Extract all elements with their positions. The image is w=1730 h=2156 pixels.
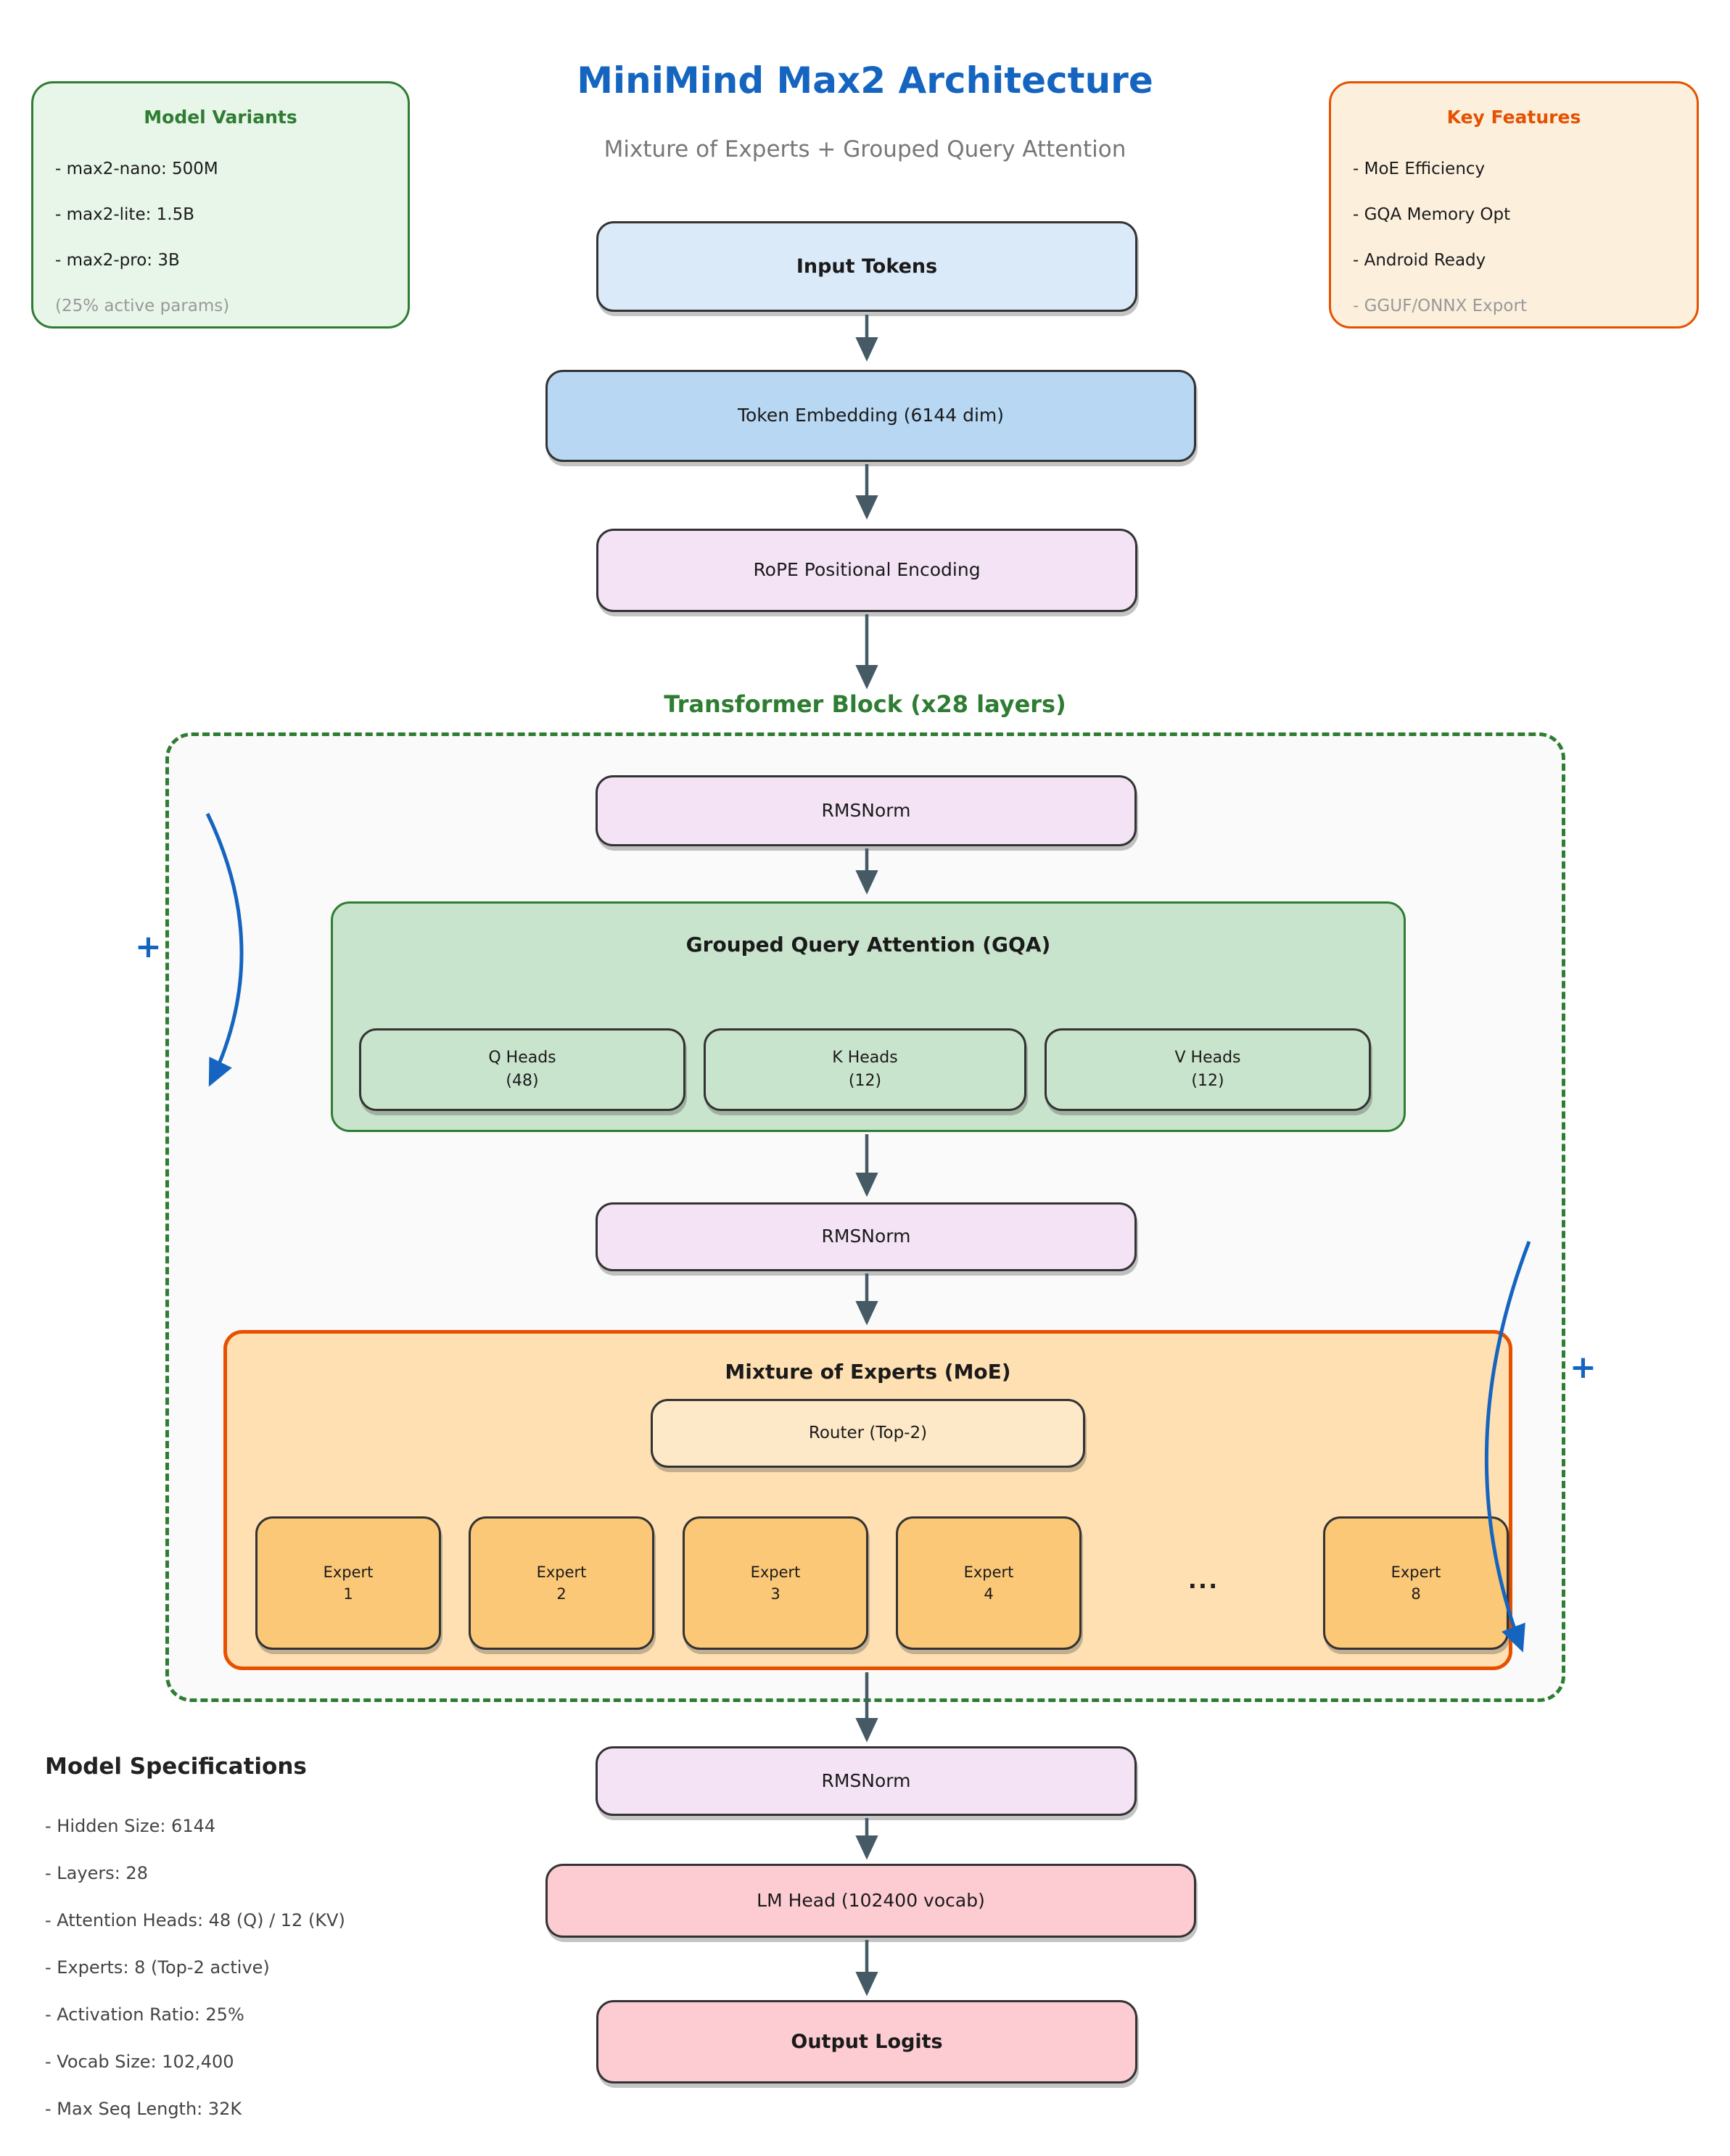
- expert1-number: 1: [343, 1585, 353, 1603]
- model-variants-card: Model Variants - max2-nano: 500M - max2-…: [31, 81, 410, 329]
- input-tokens-label: Input Tokens: [796, 255, 938, 278]
- v-heads-box: V Heads (12): [1045, 1028, 1371, 1111]
- expert3-number: 3: [770, 1585, 780, 1603]
- k-heads-count: (12): [848, 1072, 882, 1090]
- expert2-number: 2: [556, 1585, 567, 1603]
- expert3-box: Expert 3: [683, 1516, 868, 1650]
- transformer-block-title: Transformer Block (x28 layers): [664, 690, 1066, 718]
- output-logits-label: Output Logits: [791, 2030, 943, 2053]
- input-tokens-box: Input Tokens: [596, 221, 1137, 312]
- key-features-title: Key Features: [1446, 107, 1581, 128]
- model-variant-item: - max2-nano: 500M: [55, 160, 218, 178]
- token-embedding-label: Token Embedding (6144 dim): [737, 405, 1005, 426]
- expert4-box: Expert 4: [896, 1516, 1082, 1650]
- page-subtitle: Mixture of Experts + Grouped Query Atten…: [604, 136, 1126, 162]
- rmsnorm2-label: RMSNorm: [821, 1226, 911, 1247]
- v-heads-count: (12): [1191, 1072, 1224, 1090]
- rmsnorm1-box: RMSNorm: [596, 775, 1137, 846]
- model-specifications: Model Specifications - Hidden Size: 6144…: [45, 1754, 345, 2146]
- lm-head-label: LM Head (102400 vocab): [757, 1889, 985, 1911]
- key-features-note: - GGUF/ONNX Export: [1353, 297, 1527, 315]
- model-variant-item: - max2-lite: 1.5B: [55, 205, 195, 224]
- spec-item: - Activation Ratio: 25%: [45, 2004, 244, 2025]
- rmsnorm3-label: RMSNorm: [821, 1769, 911, 1791]
- expert8-number: 8: [1411, 1585, 1421, 1603]
- expert1-box: Expert 1: [255, 1516, 441, 1650]
- q-heads-label: Q Heads: [488, 1049, 556, 1067]
- k-heads-box: K Heads (12): [704, 1028, 1026, 1111]
- q-heads-count: (48): [506, 1072, 539, 1090]
- rope-encoding-label: RoPE Positional Encoding: [753, 559, 981, 581]
- k-heads-label: K Heads: [832, 1049, 898, 1067]
- expert4-label: Expert: [963, 1563, 1014, 1581]
- key-feature-item: - Android Ready: [1353, 251, 1486, 270]
- key-feature-item: - GQA Memory Opt: [1353, 205, 1511, 224]
- spec-item: - Hidden Size: 6144: [45, 1816, 216, 1836]
- expert1-label: Expert: [323, 1563, 374, 1581]
- output-logits-box: Output Logits: [596, 2000, 1137, 2083]
- token-embedding-box: Token Embedding (6144 dim): [545, 370, 1196, 462]
- model-variants-note: (25% active params): [55, 297, 230, 315]
- rmsnorm3-box: RMSNorm: [596, 1746, 1137, 1816]
- expert8-box: Expert 8: [1323, 1516, 1509, 1650]
- expert2-label: Expert: [536, 1563, 587, 1581]
- moe-title: Mixture of Experts (MoE): [725, 1360, 1011, 1384]
- v-heads-label: V Heads: [1174, 1049, 1241, 1067]
- router-label: Router (Top-2): [808, 1423, 928, 1442]
- page-title: MiniMind Max2 Architecture: [577, 59, 1153, 102]
- spec-item: - Max Seq Length: 32K: [45, 2099, 242, 2119]
- expert8-label: Expert: [1391, 1563, 1441, 1581]
- spec-item: - Vocab Size: 102,400: [45, 2052, 234, 2072]
- model-variants-title: Model Variants: [144, 107, 297, 128]
- key-features-card: Key Features - MoE Efficiency - GQA Memo…: [1329, 81, 1699, 329]
- residual-plus-left: +: [135, 928, 162, 965]
- rmsnorm2-box: RMSNorm: [596, 1202, 1137, 1271]
- rmsnorm1-label: RMSNorm: [821, 799, 911, 821]
- router-box: Router (Top-2): [651, 1399, 1085, 1468]
- expert4-number: 4: [984, 1585, 994, 1603]
- model-specifications-title: Model Specifications: [45, 1754, 307, 1780]
- experts-ellipsis: ...: [1187, 1566, 1219, 1594]
- expert2-box: Expert 2: [469, 1516, 654, 1650]
- rope-encoding-box: RoPE Positional Encoding: [596, 529, 1137, 612]
- key-feature-item: - MoE Efficiency: [1353, 160, 1486, 178]
- lm-head-box: LM Head (102400 vocab): [545, 1864, 1196, 1938]
- q-heads-box: Q Heads (48): [359, 1028, 685, 1111]
- spec-item: - Attention Heads: 48 (Q) / 12 (KV): [45, 1910, 345, 1930]
- spec-item: - Experts: 8 (Top-2 active): [45, 1957, 270, 1978]
- spec-item: - Layers: 28: [45, 1863, 148, 1883]
- residual-plus-right: +: [1570, 1349, 1597, 1386]
- expert3-label: Expert: [750, 1563, 801, 1581]
- gqa-title: Grouped Query Attention (GQA): [685, 933, 1051, 957]
- model-variant-item: - max2-pro: 3B: [55, 251, 180, 270]
